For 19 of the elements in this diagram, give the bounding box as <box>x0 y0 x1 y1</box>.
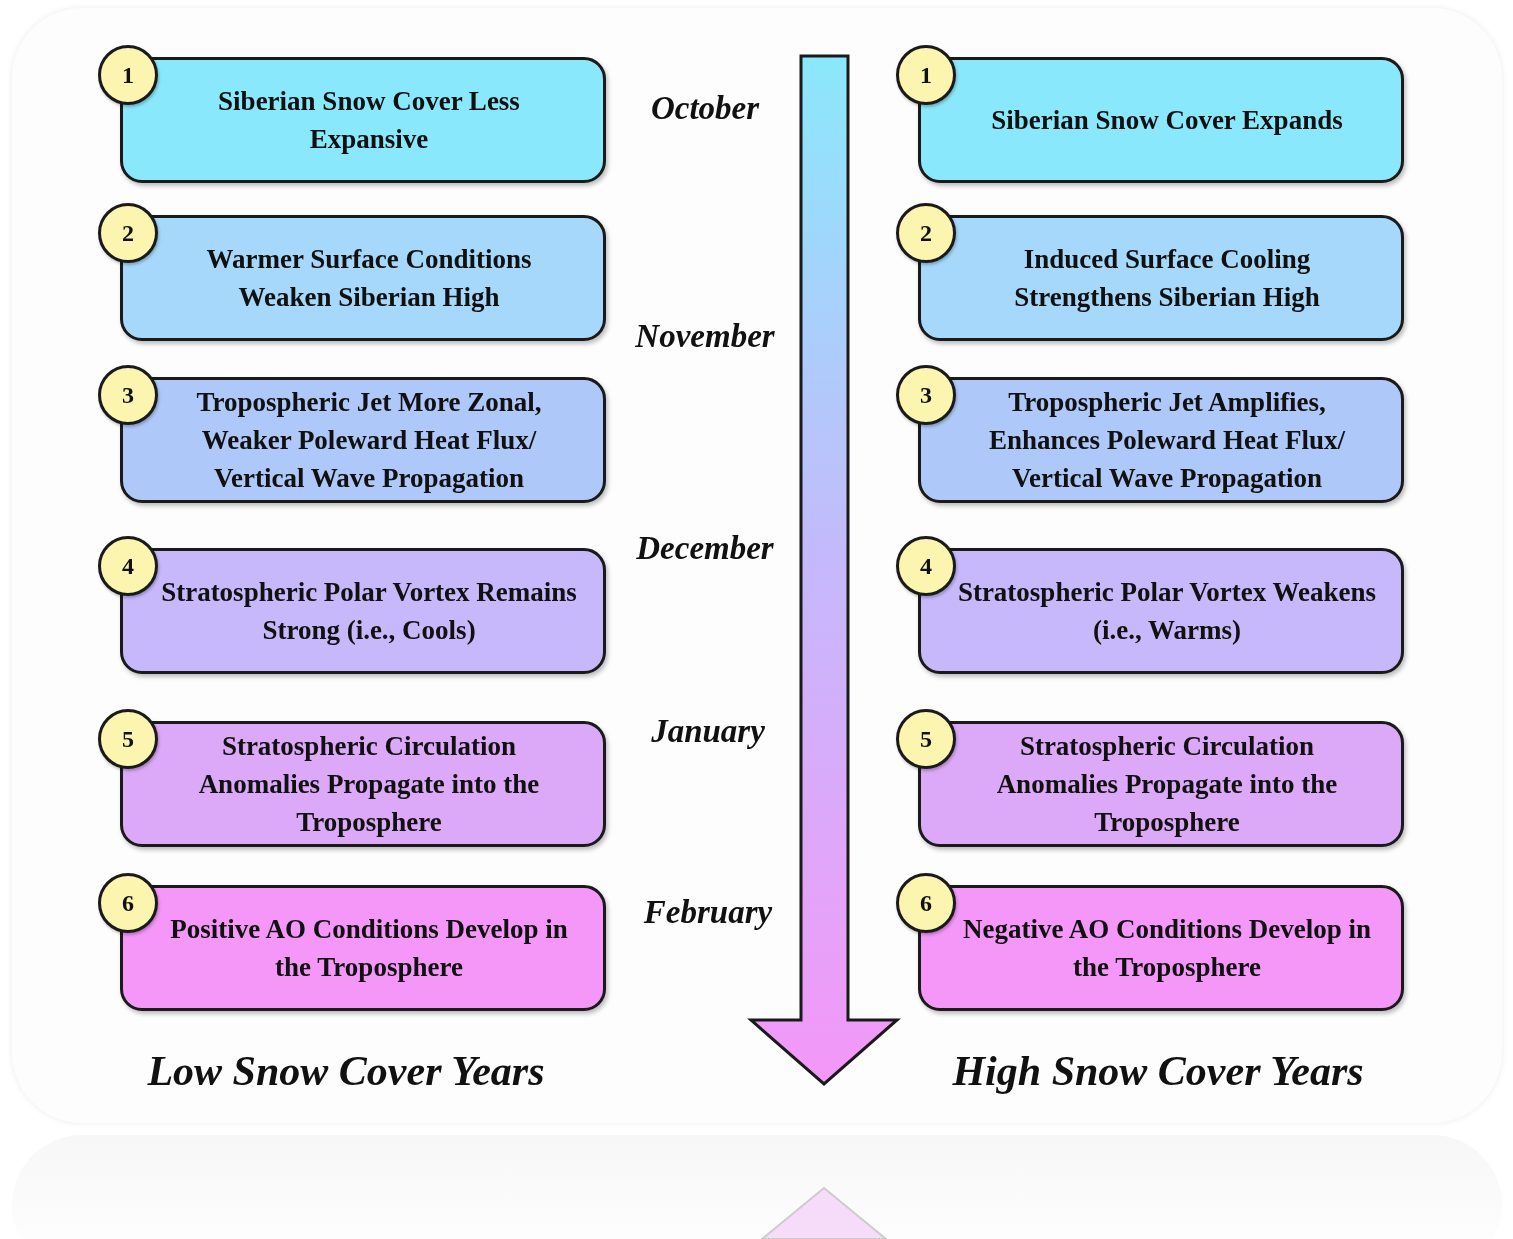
step-text: Stratospheric Circulation Anomalies Propagate into the Troposphere <box>197 730 541 839</box>
month-label: November <box>635 317 775 355</box>
step-text: Siberian Snow Cover Less Expansive <box>217 85 521 156</box>
month-label: January <box>651 712 765 750</box>
step-text: Induced Surface Cooling Strengthens Siberian High <box>1013 243 1321 314</box>
column-title: High Snow Cover Years <box>952 1047 1364 1095</box>
month-label: December <box>636 529 774 567</box>
step-text: Stratospheric Polar Vortex Remains Strong (i.e., Cools) <box>160 576 578 647</box>
step-text: Tropospheric Jet Amplifies, Enhances Poleward Heat Flux/ Vertical Wave Propagation <box>987 386 1347 495</box>
step-text: Negative AO Conditions Develop in the Troposphere <box>962 913 1372 984</box>
step-text: Stratospheric Polar Vortex Weakens (i.e., Warms) <box>957 576 1377 647</box>
step-text: Positive AO Conditions Develop in the Troposphere <box>169 913 569 984</box>
column-title: Low Snow Cover Years <box>147 1047 545 1095</box>
month-label: February <box>643 893 773 931</box>
step-text: Tropospheric Jet More Zonal, Weaker Poleward Heat Flux/ Vertical Wave Propagation <box>195 386 543 495</box>
step-text: Siberian Snow Cover Expands <box>991 104 1343 137</box>
step-text: Stratospheric Circulation Anomalies Propagate into the Troposphere <box>995 730 1339 839</box>
step-text: Warmer Surface Conditions Weaken Siberian High <box>205 243 533 314</box>
month-label: October <box>650 89 760 127</box>
